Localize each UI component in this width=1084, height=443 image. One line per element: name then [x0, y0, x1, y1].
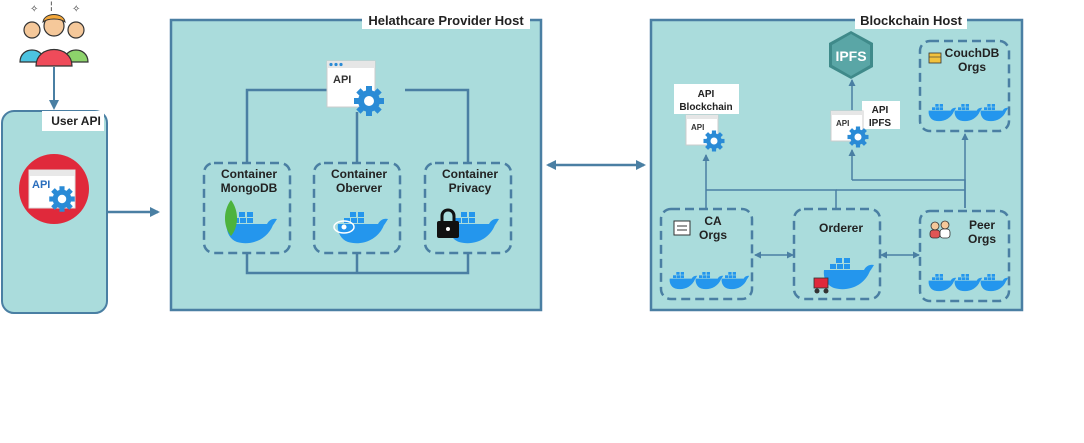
ca-orgs: CA Orgs: [659, 207, 754, 301]
svg-text:IPFS: IPFS: [835, 48, 866, 64]
svg-text:MongoDB: MongoDB: [221, 181, 278, 195]
svg-text:Orderer: Orderer: [819, 221, 863, 235]
container-mongodb: Container MongoDB: [202, 161, 292, 255]
forklift-icon: [813, 277, 829, 294]
svg-text:API: API: [32, 179, 50, 191]
ipfs-logo-icon: IPFS: [829, 31, 873, 79]
api-blockchain-icon: API: [685, 114, 725, 152]
svg-text:Privacy: Privacy: [449, 181, 492, 195]
user-api-label: User API: [51, 114, 101, 128]
blockchain-title-bg: [855, 13, 967, 29]
observer-eye-icon: [333, 220, 355, 234]
api-blockchain-label-2: Blockchain: [679, 102, 732, 113]
svg-text:API: API: [333, 74, 351, 86]
api-ipfs-label: API: [872, 105, 889, 116]
api-blockchain-label-bg: [674, 84, 739, 114]
svg-text:CA: CA: [704, 214, 722, 228]
api-ipfs-icon: API: [830, 110, 869, 148]
svg-text:¦: ¦: [50, 1, 53, 12]
svg-text:✧: ✧: [30, 4, 38, 15]
container-privacy: Container Privacy: [423, 161, 513, 255]
healthcare-host-title: Helathcare Provider Host: [368, 13, 524, 28]
api-ipfs-label-2: IPFS: [869, 118, 892, 129]
lock-icon: [437, 208, 459, 238]
svg-text:API: API: [836, 119, 849, 128]
database-icon: [928, 52, 942, 64]
users-group-icon: ✧ ¦ ✧: [19, 1, 89, 67]
couchdb-orgs: CouchDB Orgs: [918, 39, 1011, 133]
blockchain-wiring: [702, 79, 969, 259]
svg-text:✧: ✧: [72, 4, 80, 15]
svg-text:Oberver: Oberver: [336, 181, 382, 195]
api-blockchain-label: API: [698, 89, 715, 100]
svg-text:Orgs: Orgs: [699, 228, 727, 242]
orderer: Orderer: [792, 207, 882, 301]
container-observer: Container Oberver: [312, 161, 402, 255]
blockchain-host-title: Blockchain Host: [860, 13, 963, 28]
containers-bottom-bus: [245, 253, 470, 275]
api-gateway-icon: API: [326, 60, 384, 116]
user-api-label-bg: [42, 111, 104, 131]
api-ipfs-label-bg: [862, 101, 900, 129]
svg-text:Orgs: Orgs: [958, 60, 986, 74]
svg-text:Container: Container: [221, 167, 277, 181]
certificate-icon: [673, 220, 691, 236]
api-badge-icon: API: [19, 154, 89, 224]
svg-text:Container: Container: [442, 167, 498, 181]
svg-text:Peer: Peer: [969, 218, 995, 232]
api-to-containers-lines: [245, 88, 470, 162]
svg-text:CouchDB: CouchDB: [945, 46, 1000, 60]
peer-orgs: Peer Orgs: [918, 209, 1011, 303]
mongodb-leaf-icon: [224, 200, 238, 236]
svg-text:Container: Container: [331, 167, 387, 181]
healthcare-title-bg: [362, 13, 530, 29]
svg-text:API: API: [691, 123, 704, 132]
svg-text:Orgs: Orgs: [968, 232, 996, 246]
